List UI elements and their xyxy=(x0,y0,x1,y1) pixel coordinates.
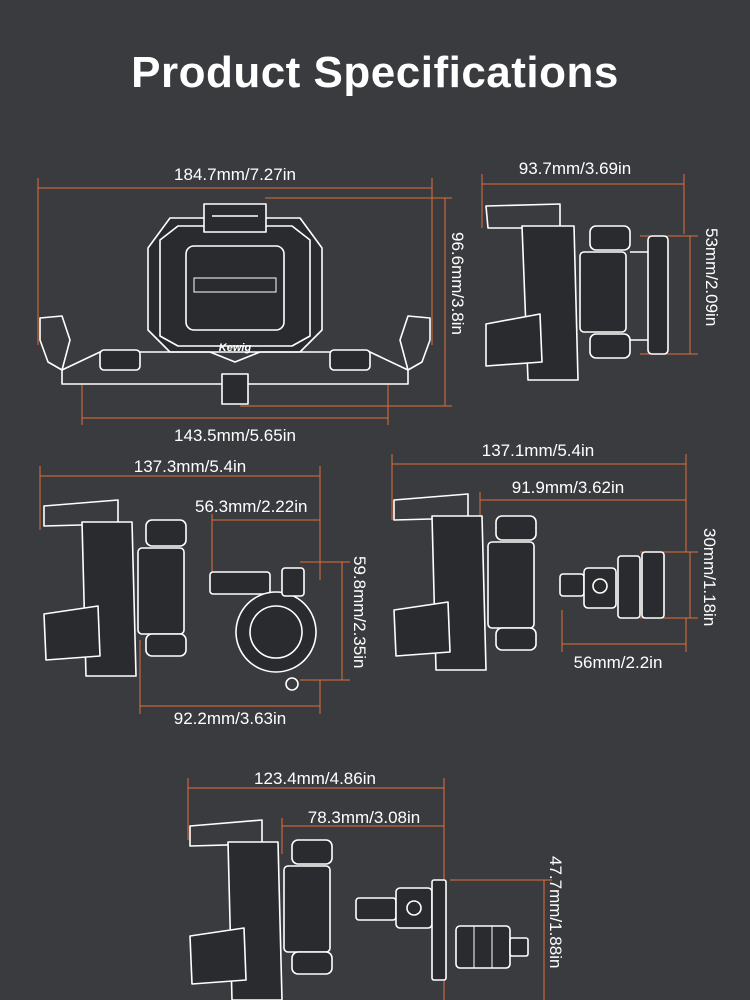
bar-extension-arm xyxy=(209,571,271,595)
stem-mount-view: 123.4mm/4.86in 78.3mm/3.08in 47.7mm/1.88… xyxy=(187,769,565,1000)
bar-ring-clamp xyxy=(235,591,317,673)
side-width-label: 93.7mm/3.69in xyxy=(519,159,631,178)
ball-joint xyxy=(583,567,617,609)
front-phone-cradle xyxy=(185,245,285,331)
stem-depth-label: 78.3mm/3.08in xyxy=(308,808,420,827)
ball-base-plate xyxy=(641,551,665,619)
bar-depth-label: 92.2mm/3.63in xyxy=(174,709,286,728)
stem-base-plate xyxy=(431,879,447,981)
stem-extension-arm xyxy=(355,897,397,921)
bar-mount-view: 137.3mm/5.4in 56.3mm/2.22in 59.8mm/2.35i… xyxy=(39,457,369,728)
side-bottom-jaw xyxy=(485,313,543,367)
stem-width-label: 123.4mm/4.86in xyxy=(254,769,376,788)
side-top-jaw xyxy=(485,203,561,229)
front-width-label: 184.7mm/7.27in xyxy=(174,165,296,184)
front-left-grip xyxy=(39,315,71,371)
ball-height-label: 30mm/1.18in xyxy=(700,528,719,626)
page-title: Product Specifications xyxy=(131,48,619,97)
side-view: 93.7mm/3.69in 53mm/2.09in xyxy=(481,159,721,381)
front-view: 184.7mm/7.27in 96.6mm/3.8in 143.5mm/5.65… xyxy=(37,165,467,445)
side-bar-clamp xyxy=(647,235,669,355)
bar-width-label: 137.3mm/5.4in xyxy=(134,457,246,476)
front-top-jaw xyxy=(203,203,267,233)
ball-arm-label: 56mm/2.2in xyxy=(574,653,663,672)
side-clamp-label: 53mm/2.09in xyxy=(702,228,721,326)
bar-arm-label: 56.3mm/2.22in xyxy=(195,497,307,516)
stem-bottom-jaw xyxy=(189,927,247,985)
ball-depth-label: 91.9mm/3.62in xyxy=(512,478,624,497)
front-height-label: 96.6mm/3.8in xyxy=(448,232,467,335)
ball-bottom-jaw xyxy=(393,601,451,657)
stem-height-label: 47.7mm/1.88in xyxy=(546,856,565,968)
ball-mount-view: 137.1mm/5.4in 91.9mm/3.62in 30mm/1.18in … xyxy=(391,441,719,672)
bar-height-label: 59.8mm/2.35in xyxy=(350,556,369,668)
front-right-grip xyxy=(399,315,431,371)
bar-bottom-jaw xyxy=(43,605,101,661)
ball-width-label: 137.1mm/5.4in xyxy=(482,441,594,460)
front-base-label: 143.5mm/5.65in xyxy=(174,426,296,445)
front-mount-stem xyxy=(221,373,249,405)
front-brand-logo: Kewig xyxy=(219,342,252,354)
stem-bolt-clamp xyxy=(455,925,511,969)
